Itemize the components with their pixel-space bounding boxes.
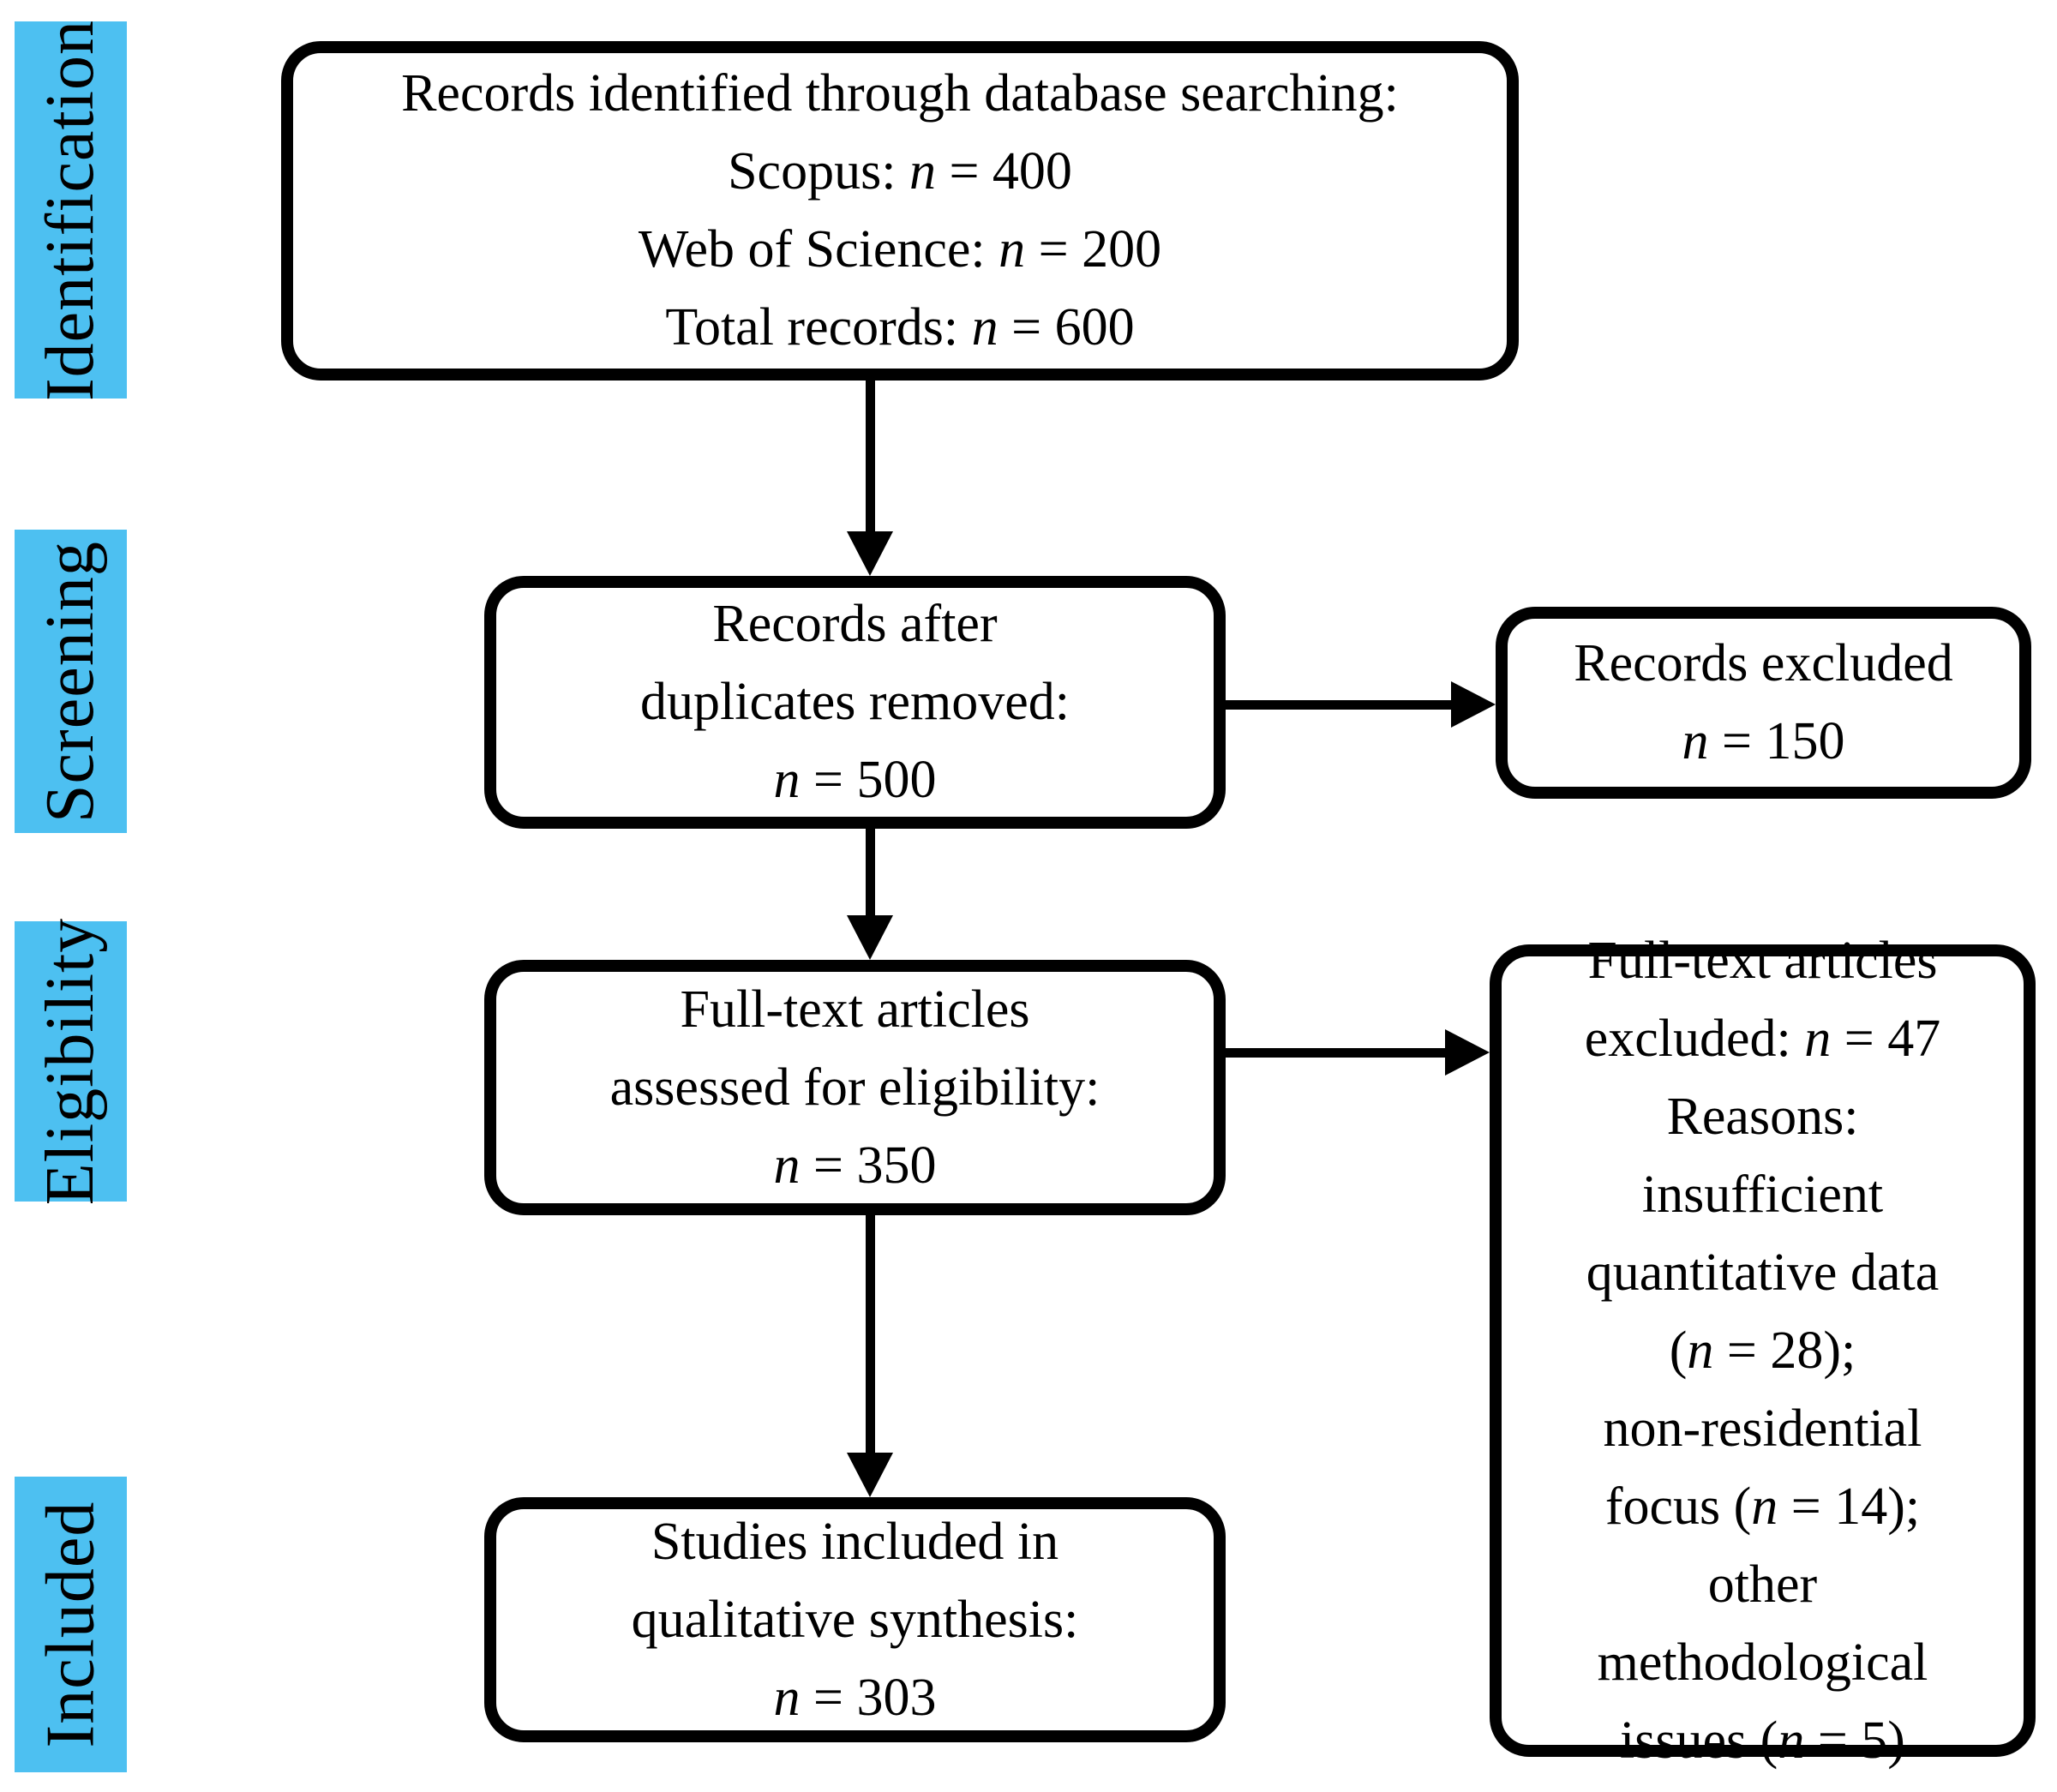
box-text-line: issues (n = 5) <box>1620 1711 1905 1770</box>
stage-label-included: Included <box>33 1501 109 1748</box>
box-records-excluded: Records excluded n = 150 <box>1496 607 2031 799</box>
box-text-line: Web of Science: n = 200 <box>638 220 1162 279</box>
arrowhead-down-icon <box>847 531 893 576</box>
box-text-line: insufficient <box>1641 1165 1884 1224</box>
arrow-line-deduplicated-to-assessed <box>866 829 875 919</box>
arrowhead-down-icon <box>847 1453 893 1497</box>
arrow-line-identified-to-deduplicated <box>866 381 875 535</box>
box-fulltext-excluded: Full-text articles excluded: n = 47 Reas… <box>1490 932 2036 1770</box>
box-text-line: (n = 28); <box>1669 1321 1856 1380</box>
box-records-after-duplicates: Records after duplicates removed: n = 50… <box>484 576 1226 829</box>
box-text-line: Full-text articles <box>680 980 1030 1039</box>
stage-label-screening: Screening <box>33 540 109 823</box>
stage-label-eligibility: Eligibility <box>33 917 109 1206</box>
box-text-line: Full-text articles <box>1587 931 1938 990</box>
box-text-line: n = 303 <box>773 1668 937 1727</box>
stage-band-included: Included <box>15 1477 127 1772</box>
box-text-line: non-residential <box>1603 1399 1922 1458</box>
stage-band-identification: Identification <box>15 19 127 401</box>
box-text-line: Reasons: <box>1666 1087 1859 1146</box>
box-text-line: n = 150 <box>1682 712 1845 770</box>
box-text-line: excluded: n = 47 <box>1584 1009 1941 1068</box>
box-text-line: Scopus: n = 400 <box>728 142 1072 201</box>
arrowhead-right-icon <box>1445 1029 1490 1076</box>
box-text-line: quantitative data <box>1586 1243 1940 1302</box>
box-text-line: other <box>1707 1555 1818 1614</box>
box-text-line: Records identified through database sear… <box>401 64 1399 123</box>
box-text-line: Records after <box>712 595 998 653</box>
arrowhead-right-icon <box>1451 681 1496 728</box>
box-text-line: Studies included in <box>651 1512 1059 1571</box>
arrowhead-down-icon <box>847 915 893 960</box>
box-text-line: assessed for eligibility: <box>609 1058 1100 1117</box>
box-text-line: qualitative synthesis: <box>631 1590 1079 1649</box>
box-studies-included: Studies included in qualitative synthesi… <box>484 1497 1226 1742</box>
arrow-line-assessed-to-included <box>866 1215 875 1457</box>
box-text-line: duplicates removed: <box>640 673 1070 731</box>
box-fulltext-assessed: Full-text articles assessed for eligibil… <box>484 960 1226 1215</box>
box-text-line: focus (n = 14); <box>1604 1477 1921 1536</box>
stage-band-eligibility: Eligibility <box>15 917 127 1206</box>
arrow-line-deduplicated-to-excluded <box>1226 700 1454 710</box>
box-text-line: n = 500 <box>773 751 937 809</box>
box-records-identified: Records identified through database sear… <box>281 41 1519 381</box>
box-text-line: Records excluded <box>1574 634 1953 692</box>
arrow-line-assessed-to-fulltext-excluded <box>1226 1048 1448 1058</box>
box-text-line: methodological <box>1597 1633 1928 1692</box>
stage-label-identification: Identification <box>33 19 108 401</box>
box-text-line: n = 350 <box>773 1136 937 1195</box>
stage-band-screening: Screening <box>15 530 127 833</box>
box-text-line: Total records: n = 600 <box>665 298 1135 357</box>
